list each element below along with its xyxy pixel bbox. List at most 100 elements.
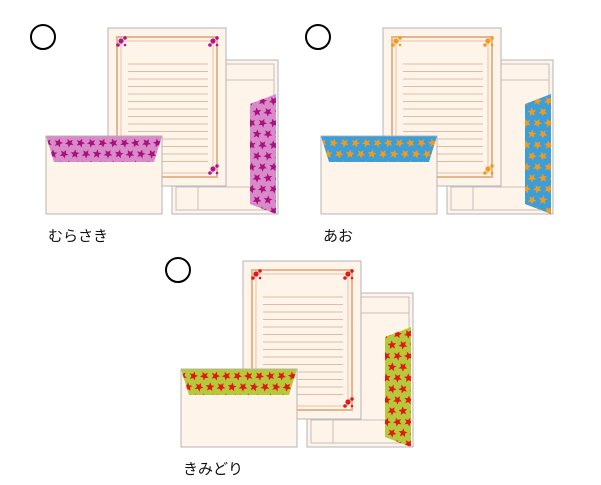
leaf-motif (70, 136, 80, 137)
stationery-illustration (45, 27, 279, 215)
leaf-motif (356, 150, 366, 159)
leaf-motif (527, 196, 537, 205)
leaf-motif (398, 406, 408, 416)
leaf-motif (147, 149, 157, 159)
leaf-motif (367, 136, 377, 137)
leaf-motif (252, 107, 262, 117)
leaf-motif (388, 384, 397, 394)
leaf-motif (64, 138, 74, 148)
set-caption: むらさき (48, 227, 109, 245)
corner-flower-icon (391, 36, 402, 47)
leaf-motif (258, 118, 268, 128)
leaf-motif (216, 383, 226, 392)
leaf-motif (525, 140, 531, 150)
leaf-motif (205, 382, 215, 391)
leaf-motif (334, 149, 344, 159)
leaf-motif (393, 396, 402, 405)
leaf-motif (339, 138, 349, 148)
leaf-motif (387, 340, 397, 350)
leaf-motif (398, 341, 408, 350)
letter-set-ao: あお (295, 22, 575, 252)
corner-flower-icon (343, 397, 354, 408)
leaf-motif (269, 97, 276, 106)
leaf-motif (387, 429, 397, 438)
leaf-motif (252, 174, 262, 183)
leaf-motif (260, 383, 270, 392)
leaf-motif (115, 149, 124, 159)
corner-flower-icon (483, 36, 494, 47)
leaf-motif (527, 129, 537, 139)
leaf-motif (378, 150, 388, 159)
leaf-motif (400, 150, 410, 159)
leaf-motif (403, 351, 411, 361)
leaf-motif (533, 141, 542, 150)
leaf-motif (137, 149, 146, 159)
leaf-motif (48, 136, 57, 137)
leaf-motif (227, 382, 237, 392)
leaf-motif (189, 371, 199, 381)
leaf-motif (398, 363, 408, 372)
leaf-motif (86, 138, 96, 148)
leaf-motif (269, 140, 276, 149)
leaf-motif (398, 384, 407, 394)
leaf-motif (525, 184, 532, 194)
leaf-motif (277, 372, 286, 381)
leaf-motif (404, 440, 411, 447)
leaf-motif (257, 184, 267, 194)
leaf-motif (323, 136, 332, 137)
set-caption: あお (323, 227, 354, 245)
leaf-motif (258, 96, 268, 106)
leaf-motif (54, 138, 64, 148)
set-number-badge (305, 24, 331, 50)
leaf-motif (98, 138, 108, 148)
corner-flower-icon (208, 164, 219, 175)
leaf-motif (367, 149, 377, 159)
leaf-motif (120, 138, 130, 148)
leaf-motif (81, 150, 91, 159)
stationery-illustration (320, 27, 554, 215)
leaf-motif (385, 395, 392, 404)
leaf-motif (252, 129, 262, 139)
letter-set-kimidori: きみどり (155, 255, 435, 485)
leaf-motif (398, 428, 408, 438)
set-number-badge (165, 257, 191, 283)
corner-flower-icon (208, 36, 219, 47)
leaf-motif (142, 139, 151, 148)
leaf-motif (387, 362, 397, 372)
leaf-motif (387, 407, 397, 416)
leaf-motif (528, 151, 537, 161)
leaf-motif (211, 371, 221, 381)
leaf-motif (252, 196, 262, 205)
letter-frame (116, 36, 218, 178)
leaf-motif (544, 140, 551, 149)
leaf-motif (125, 150, 135, 159)
leaf-motif (538, 195, 548, 205)
leaf-motif (263, 130, 273, 139)
leaf-motif (544, 162, 551, 172)
leaf-motif (525, 162, 532, 171)
leaf-motif (393, 329, 403, 339)
leaf-motif (538, 130, 548, 139)
leaf-motif (282, 382, 292, 392)
leaf-motif (538, 151, 547, 161)
leaf-motif (92, 149, 102, 159)
leaf-motif (404, 395, 411, 405)
leaf-motif (92, 136, 102, 137)
leaf-motif (385, 417, 392, 427)
corner-flower-icon (343, 269, 354, 280)
set-caption: きみどり (183, 460, 244, 478)
leaf-motif (263, 151, 272, 161)
corner-flower-icon (251, 269, 262, 280)
leaf-motif (543, 118, 551, 128)
leaf-motif (269, 207, 276, 214)
leaf-motif (373, 138, 383, 148)
leaf-motif (404, 417, 411, 427)
corner-flower-icon (483, 164, 494, 175)
leaf-motif (263, 195, 273, 205)
leaf-motif (351, 138, 361, 148)
leaf-motif (243, 371, 253, 381)
leaf-motif (544, 97, 551, 106)
leaf-motif (532, 184, 542, 194)
leaf-motif (329, 138, 339, 148)
leaf-motif (130, 138, 140, 148)
